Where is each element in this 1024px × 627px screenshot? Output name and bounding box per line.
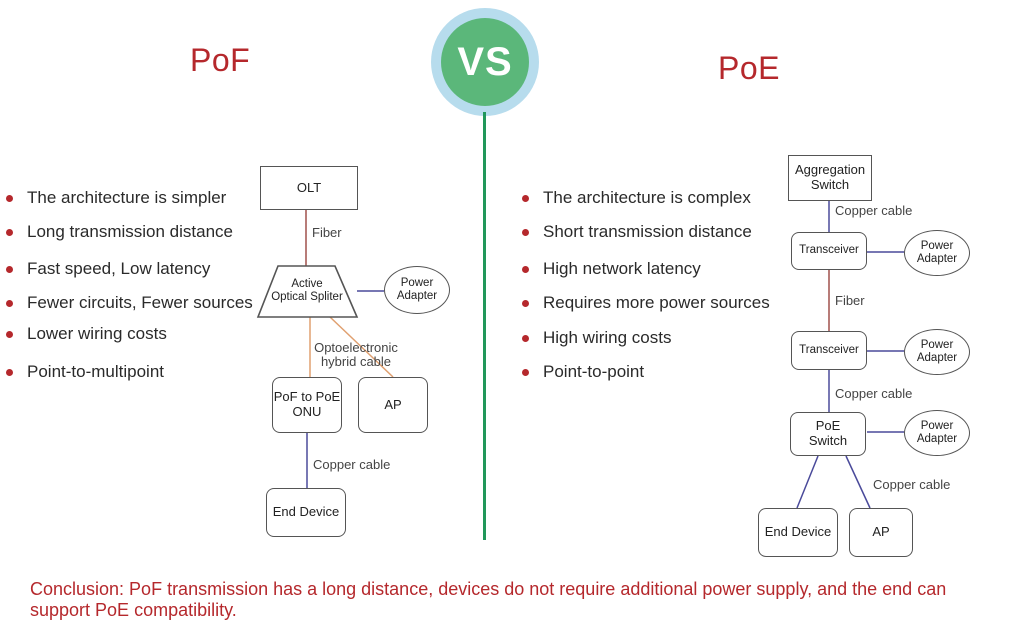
aggregation-label-line2: Switch (810, 177, 850, 192)
bullet-dot (6, 299, 13, 307)
bullet-text: High network latency (543, 259, 701, 278)
list-item: High wiring costs (522, 328, 672, 348)
power-adapter-line2: Adapter (916, 253, 958, 265)
transceiver-1-label: Transceiver (799, 244, 859, 257)
pof-ap-node: AP (358, 377, 428, 433)
bullet-dot (6, 330, 13, 338)
list-item: Point-to-multipoint (6, 362, 164, 382)
pof-end-device-node: End Device (266, 488, 346, 537)
poe-copper-mid-label: Copper cable (835, 386, 913, 401)
poe-copper-bottom-label: Copper cable (873, 477, 951, 492)
splitter-label-line1: Active (291, 278, 323, 290)
hybrid-label-line1: Optoelectronic (314, 340, 398, 355)
olt-node: OLT (260, 166, 358, 210)
bullet-text: Point-to-multipoint (27, 362, 165, 381)
poe-copper-end-line (796, 455, 819, 509)
poe-switch-label-line1: PoE (815, 418, 841, 434)
bullet-text: The architecture is complex (543, 188, 751, 207)
bullet-text: Requires more power sources (543, 293, 770, 312)
bullet-text: The architecture is simpler (27, 188, 227, 207)
ap-label: AP (384, 396, 402, 412)
list-item: Requires more power sources (522, 293, 770, 313)
pof-copper-label: Copper cable (313, 457, 391, 472)
end-device-label: End Device (764, 524, 832, 540)
power-adapter-line1: Power (920, 239, 954, 252)
list-item: Short transmission distance (522, 222, 752, 242)
list-item: Fewer circuits, Fewer sources (6, 293, 253, 313)
aggregation-label-line1: Aggregation (794, 162, 866, 178)
vs-badge: VS (441, 18, 529, 106)
poe-switch-label-line2: Switch (808, 433, 848, 448)
poe-fiber-label: Fiber (835, 293, 865, 308)
splitter-label-line2: Optical Spliter (271, 290, 343, 303)
bullet-dot (6, 228, 13, 236)
pof-heading: PoF (190, 42, 251, 78)
list-item: The architecture is complex (522, 188, 751, 208)
bullet-text: Fewer circuits, Fewer sources (27, 293, 253, 312)
bullet-text: Fast speed, Low latency (27, 259, 211, 278)
bullet-dot (6, 194, 13, 202)
bullet-text: Point-to-point (543, 362, 645, 381)
bullet-text: High wiring costs (543, 328, 672, 347)
power-adapter-line2: Adapter (916, 352, 958, 364)
transceiver-1-node: Transceiver (791, 232, 867, 270)
onu-label-line2: ONU (292, 404, 322, 419)
list-item: Lower wiring costs (6, 324, 167, 344)
ap-label: AP (872, 524, 890, 540)
pof-hybrid-label: Optoelectronic hybrid cable (310, 340, 402, 370)
bullet-dot (522, 334, 529, 342)
poe-heading: PoE (718, 50, 780, 86)
onu-label-line1: PoF to PoE (273, 389, 341, 405)
list-item: Long transmission distance (6, 222, 233, 242)
transceiver-2-label: Transceiver (799, 343, 859, 356)
transceiver-2-node: Transceiver (791, 331, 867, 370)
bullet-dot (522, 368, 529, 376)
list-item: Fast speed, Low latency (6, 259, 210, 279)
power-adapter-line2: Adapter (916, 433, 958, 445)
power-adapter-line1: Power (400, 276, 434, 289)
conclusion-text: Conclusion: PoF transmission has a long … (30, 579, 947, 620)
splitter-label: Active Optical Spliter (262, 278, 352, 303)
list-item: The architecture is simpler (6, 188, 226, 208)
poe-copper-top-label: Copper cable (835, 203, 913, 218)
end-device-label: End Device (272, 504, 340, 520)
list-item: High network latency (522, 259, 701, 279)
power-adapter-line1: Power (920, 419, 954, 432)
bullet-dot (6, 265, 13, 273)
list-item: Point-to-point (522, 362, 644, 382)
olt-label: OLT (296, 179, 322, 195)
poe-end-device-node: End Device (758, 508, 838, 557)
hybrid-label-line2: hybrid cable (320, 354, 392, 370)
poe-copper-ap-line (845, 455, 871, 509)
bullet-text: Short transmission distance (543, 222, 752, 241)
bullet-dot (6, 368, 13, 376)
center-divider (483, 112, 486, 540)
bullet-text: Long transmission distance (27, 222, 234, 241)
bullet-text: Lower wiring costs (27, 324, 167, 343)
poe-ap-node: AP (849, 508, 913, 557)
power-adapter-line2: Adapter (396, 290, 438, 302)
power-adapter-line1: Power (920, 338, 954, 351)
bullet-dot (522, 299, 529, 307)
splitter-shape (256, 265, 359, 318)
bullet-dot (522, 228, 529, 236)
bullet-dot (522, 265, 529, 273)
pof-fiber-label: Fiber (312, 225, 342, 240)
bullet-dot (522, 194, 529, 202)
pof-hybrid-line-ap (329, 316, 394, 378)
